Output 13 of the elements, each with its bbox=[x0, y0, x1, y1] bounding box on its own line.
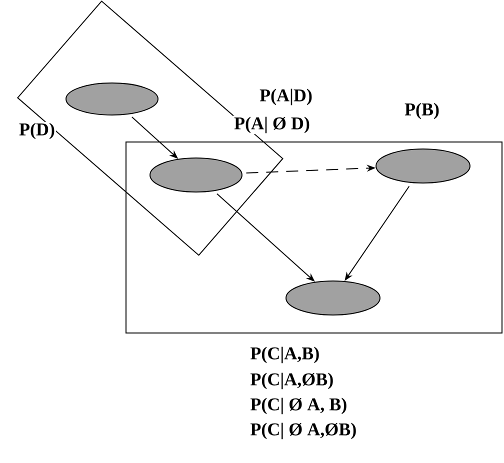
variable-ellipse bbox=[376, 148, 470, 184]
probability-label: P(A|D) bbox=[258, 88, 314, 106]
probability-label: P(C| Ø A, B) bbox=[249, 396, 348, 416]
probability-label: P(C| Ø A,ØB) bbox=[249, 422, 358, 440]
probability-label: P(A| Ø D) bbox=[233, 116, 311, 134]
frame-box bbox=[126, 142, 502, 334]
variable-ellipse bbox=[150, 158, 242, 192]
probability-label: P(C|A,B) bbox=[249, 346, 321, 364]
probability-label: P(C|A,ØB) bbox=[249, 372, 335, 390]
probability-label: P(B) bbox=[404, 102, 440, 120]
variable-ellipse bbox=[286, 280, 380, 316]
variable-ellipse bbox=[66, 82, 158, 116]
probability-label: P(D) bbox=[18, 122, 56, 140]
